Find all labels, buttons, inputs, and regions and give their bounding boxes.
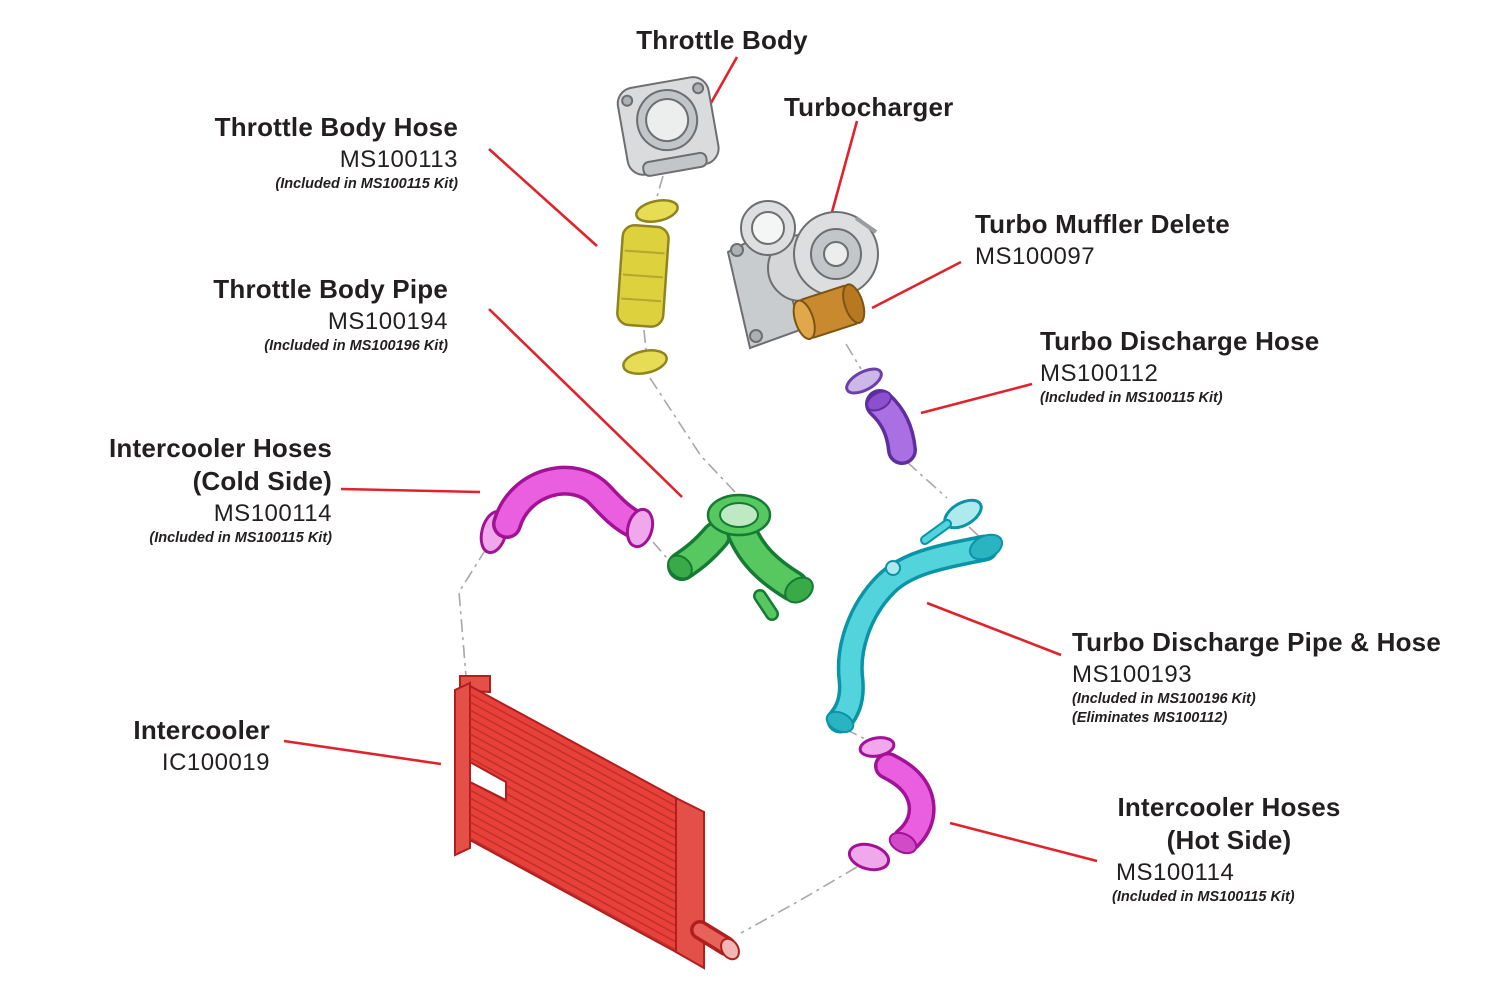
label-turbo-discharge-pipe-hose: Turbo Discharge Pipe & Hose MS100193 (In… (1072, 626, 1472, 728)
throttle-body-pipe-illustration (667, 493, 814, 621)
intercooler-hoses-hot-part-number: MS100114 (1116, 859, 1235, 886)
throttle-body-pipe-part-number: MS100194 (327, 308, 448, 335)
leader-turbocharger (830, 120, 859, 213)
turbo-discharge-hose-title: Turbo Discharge Hose (1040, 326, 1320, 356)
throttle-body-illustration (616, 76, 720, 177)
throttle-body-hose-note: (Included in MS100115 Kit) (275, 176, 458, 192)
throttle-body-hose-part-number: MS100113 (339, 146, 458, 173)
hose-clamp (847, 842, 891, 872)
leader-throttle-body-hose (488, 148, 598, 247)
label-turbo-discharge-hose: Turbo Discharge Hose MS100112 (Included … (1040, 325, 1360, 408)
turbo-discharge-hose-part-number: MS100112 (1040, 360, 1159, 387)
leader-throttle-body-pipe (488, 308, 683, 498)
throttle-body-hose-illustration (616, 199, 679, 375)
leader-turbo-muffler-delete (871, 260, 962, 310)
intercooler-hoses-hot-title-line1: Intercooler Hoses (1117, 792, 1341, 822)
leader-intercooler (283, 739, 442, 766)
turbocharger-illustration (726, 200, 879, 350)
turbocharger-title: Turbocharger (784, 92, 954, 122)
leader-lines (283, 56, 1098, 863)
leader-intercooler-hoses-hot (949, 821, 1098, 863)
label-turbo-muffler-delete: Turbo Muffler Delete MS100097 (975, 208, 1295, 272)
hose-clamp (845, 367, 883, 395)
throttle-body-pipe-title: Throttle Body Pipe (213, 274, 448, 304)
label-turbocharger: Turbocharger (784, 91, 1084, 124)
turbo-discharge-pipe-illustration (825, 498, 1004, 734)
intercooler-title: Intercooler (133, 715, 270, 745)
throttle-body-title: Throttle Body (636, 25, 808, 55)
label-throttle-body-hose: Throttle Body Hose MS100113 (Included in… (158, 111, 458, 194)
leader-turbo-discharge-pipe-hose (926, 601, 1062, 657)
turbo-muffler-delete-part-number: MS100097 (975, 243, 1096, 270)
throttle-body-hose-title: Throttle Body Hose (214, 112, 458, 142)
intercooler-hoses-hot-title-line2: (Hot Side) (1166, 825, 1292, 855)
throttle-body-pipe-note: (Included in MS100196 Kit) (264, 338, 448, 354)
hose-clamp (635, 199, 679, 223)
turbo-discharge-pipe-hose-part-number: MS100193 (1072, 661, 1193, 688)
hose-clamp (622, 349, 668, 375)
leader-turbo-discharge-hose (920, 382, 1033, 415)
label-intercooler-hoses-hot: Intercooler Hoses (Hot Side) MS100114 (I… (1104, 791, 1354, 907)
intercooler-hoses-cold-title-line2: (Cold Side) (192, 466, 332, 496)
intercooler-hose-hot-illustration (847, 736, 936, 872)
leader-intercooler-hoses-cold (340, 487, 481, 494)
turbo-discharge-pipe-hose-note1: (Included in MS100196 Kit) (1072, 691, 1256, 707)
label-intercooler: Intercooler IC100019 (70, 714, 270, 778)
intercooler-hose-cold-illustration (479, 465, 655, 555)
intercooler-hoses-cold-title-line1: Intercooler Hoses (108, 433, 332, 463)
intercooler-part-number: IC100019 (161, 749, 270, 776)
turbo-discharge-pipe-hose-note2: (Eliminates MS100112) (1072, 710, 1228, 726)
label-throttle-body-pipe: Throttle Body Pipe MS100194 (Included in… (148, 273, 448, 356)
intercooler-hoses-cold-note: (Included in MS100115 Kit) (149, 530, 332, 546)
turbo-discharge-hose-illustration (845, 367, 917, 465)
turbo-discharge-hose-note: (Included in MS100115 Kit) (1040, 390, 1223, 406)
leader-throttle-body (709, 56, 739, 104)
intercooler-illustration (454, 675, 740, 970)
turbo-muffler-delete-illustration (792, 283, 866, 340)
turbo-muffler-delete-title: Turbo Muffler Delete (975, 209, 1230, 239)
hose-clamp (625, 507, 655, 549)
label-throttle-body: Throttle Body (572, 24, 872, 57)
intercooler-hoses-cold-part-number: MS100114 (213, 500, 332, 527)
label-intercooler-hoses-cold: Intercooler Hoses (Cold Side) MS100114 (… (81, 432, 332, 548)
intercooler-hoses-hot-note: (Included in MS100115 Kit) (1112, 889, 1295, 905)
turbo-discharge-pipe-hose-title: Turbo Discharge Pipe & Hose (1072, 627, 1441, 657)
